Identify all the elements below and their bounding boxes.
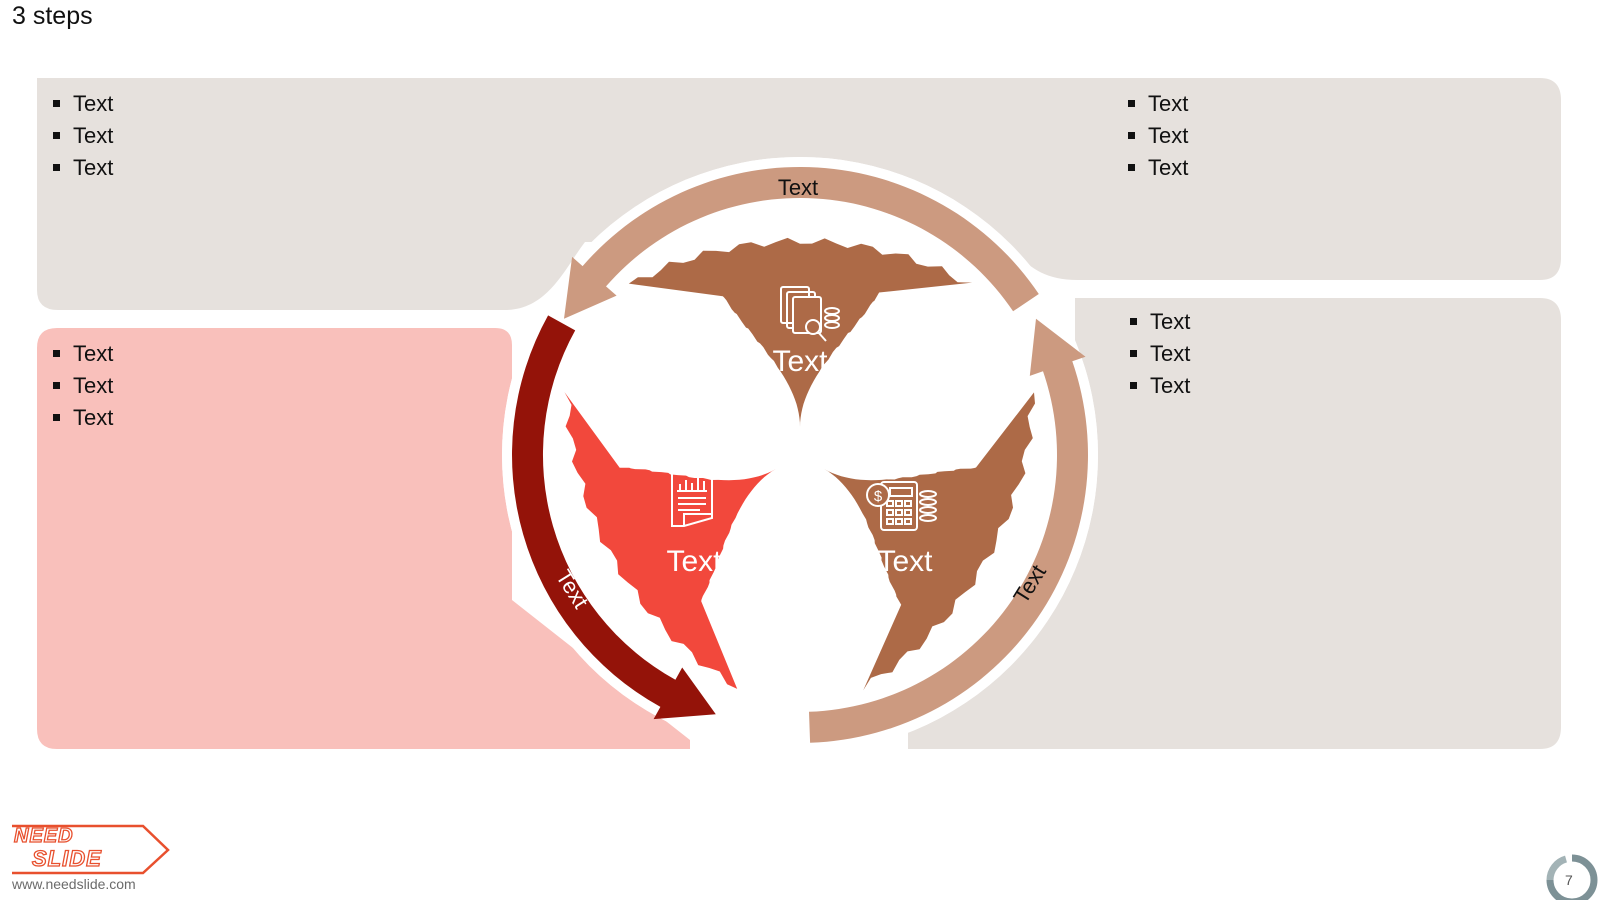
bullet-item: Text [53,88,581,120]
petal-right-label: Text [877,545,933,578]
bullet-item: Text [1128,120,1536,152]
page-number: 7 [1565,872,1573,888]
right-panel-bg [908,298,1561,749]
text-panel-middle-left: Text Text Text [37,328,497,438]
text-panel-top-right: Text Text Text [1112,78,1552,188]
needslide-logo: NEED SLIDE [12,824,170,875]
text-panel-top-left: Text Text Text [37,78,597,188]
left-arc-arrow [512,315,716,720]
bullet-item: Text [1128,88,1536,120]
logo-line2: SLIDE [32,846,102,871]
bullet-item: Text [53,338,481,370]
left-panel-bg [37,328,690,749]
svg-text:$: $ [874,488,883,505]
bullet-item: Text [1130,306,1538,338]
report-chart-icon [671,471,713,527]
petal-top-label: Text [772,345,828,378]
bullet-item: Text [53,370,481,402]
bullet-item: Text [1130,370,1538,402]
right-arc-arrow [809,318,1088,743]
bullet-item: Text [53,402,481,434]
arrow-top-label: Text [778,175,818,200]
top-arc-arrow [564,166,1039,319]
page-number-badge-icon [1546,854,1598,900]
bullet-item: Text [1128,152,1536,184]
logo-line1: NEED [14,825,74,847]
petal-left-label: Text [666,545,722,578]
documents-search-icon [780,286,840,342]
bullet-item: Text [53,152,581,184]
calculator-coins-icon: $ [866,481,937,531]
logo-url: www.needslide.com [12,876,136,892]
cycle-arrows [512,166,1088,743]
bullet-item: Text [1130,338,1538,370]
slide-title: 3 steps [12,2,93,30]
text-panel-middle-right: Text Text Text [1114,296,1554,406]
bullet-item: Text [53,120,581,152]
petal-right [824,392,1035,691]
petal-left [564,392,776,689]
